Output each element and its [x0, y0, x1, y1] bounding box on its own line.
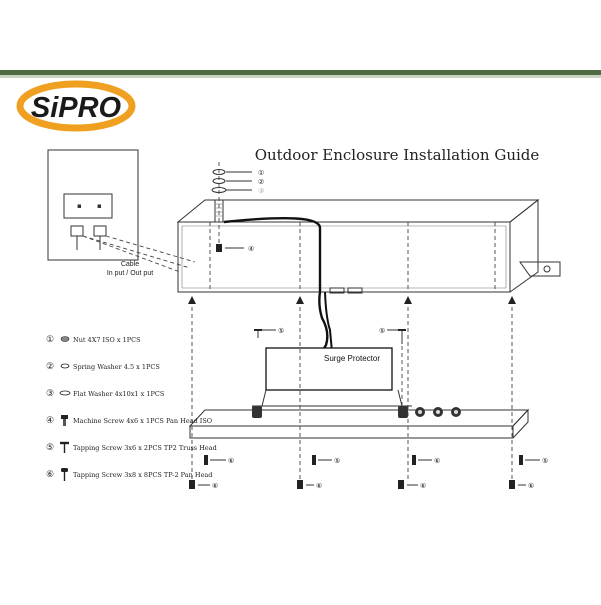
bottom-callout-1: ⑥ — [212, 482, 218, 490]
svg-text:▪: ▪ — [77, 202, 82, 210]
flat-washer-icon — [59, 390, 71, 396]
legend-text-1: Nut 4X7 ISO x 1PCS — [73, 336, 141, 344]
sipro-logo: SiPRO — [16, 80, 136, 132]
bottom-screw-row: ⑥ ⑥ ⑥ ⑥ — [189, 480, 534, 490]
cable-label-line1: Cable — [121, 261, 139, 268]
wall-outlet-box: ▪ ▪ — [47, 149, 139, 261]
tapping-screw-pan-icon — [61, 468, 68, 481]
legend-num-4: ④ — [46, 416, 54, 426]
plate-callout-1: ⑥ — [228, 457, 234, 465]
surge-protector: Surge Protector — [252, 347, 412, 407]
logo-text: SiPRO — [31, 92, 122, 124]
legend-text-2: Spring Washer 4.5 x 1PCS — [73, 363, 160, 371]
sp-right-callout: ⑤ — [379, 327, 385, 335]
sp-screw-left: ⑤ — [254, 327, 284, 338]
legend-item-spring-washer: ② Spring Washer 4.5 x 1PCS — [46, 362, 160, 372]
legend-text-3: Flat Washer 4x10x1 x 1PCS — [73, 390, 164, 398]
stack-label-2: ② — [258, 178, 264, 186]
legend-text-6: Tapping Screw 3x8 x 8PCS TP-2 Pan Head — [73, 471, 212, 479]
svg-text:▪: ▪ — [97, 202, 102, 210]
legend-item-tapping-screw-truss: ⑤ Tapping Screw 3x6 x 2PCS TP2 Truss Hea… — [46, 441, 217, 453]
legend-item-flat-washer: ③ Flat Washer 4x10x1 x 1PCS — [46, 389, 164, 399]
legend-num-1: ① — [46, 335, 54, 345]
cable-label-line2: In put / Out put — [107, 270, 153, 277]
stack-label-4: ④ — [248, 245, 254, 253]
top-screw-stack: ① ② ③ ④ — [211, 162, 264, 253]
enclosure-box — [176, 198, 561, 294]
base-plate — [188, 406, 530, 439]
parts-legend: ① Nut 4X7 ISO x 1PCS ② Spring Washer 4.5… — [46, 335, 217, 481]
machine-screw-icon — [61, 415, 68, 426]
legend-num-6: ⑥ — [46, 470, 54, 480]
legend-text-5: Tapping Screw 3x6 x 2PCS TP2 Truss Head — [73, 444, 217, 452]
legend-item-machine-screw: ④ Machine Screw 4x6 x 1PCS Pan Head ISO — [46, 415, 212, 426]
cable-route — [82, 235, 196, 273]
sp-left-callout: ⑤ — [278, 327, 284, 335]
plate-screw-row: ⑥ ⑤ ⑥ ⑤ — [204, 455, 548, 465]
legend-num-2: ② — [46, 362, 54, 372]
bottom-callout-2: ⑥ — [316, 482, 322, 490]
legend-text-4: Machine Screw 4x6 x 1PCS Pan Head ISO — [73, 417, 212, 425]
plate-callout-2: ⑤ — [334, 457, 340, 465]
legend-item-nut: ① Nut 4X7 ISO x 1PCS — [46, 335, 141, 345]
ground-cable — [223, 216, 329, 356]
legend-num-5: ⑤ — [46, 443, 54, 453]
plate-callout-4: ⑤ — [542, 457, 548, 465]
legend-num-3: ③ — [46, 389, 54, 399]
plate-callout-3: ⑥ — [434, 457, 440, 465]
tapping-screw-truss-icon — [60, 441, 69, 453]
legend-item-tapping-screw-pan: ⑥ Tapping Screw 3x8 x 8PCS TP-2 Pan Head — [46, 468, 212, 481]
assembly-lines — [188, 296, 516, 480]
bottom-callout-3: ⑥ — [420, 482, 426, 490]
surge-protector-label: Surge Protector — [324, 354, 380, 363]
stack-label-1: ① — [258, 169, 264, 177]
bottom-callout-4: ⑥ — [528, 482, 534, 490]
stack-label-3: ③ — [258, 187, 264, 195]
sp-screw-right: ⑤ — [379, 327, 406, 412]
page-title: Outdoor Enclosure Installation Guide — [255, 146, 540, 164]
spring-washer-icon — [60, 363, 70, 369]
header-bar — [0, 70, 601, 78]
nut-icon — [60, 336, 70, 342]
